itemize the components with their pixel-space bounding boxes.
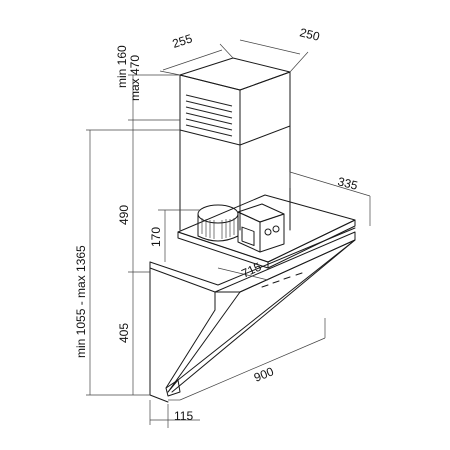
hood-body [149, 227, 356, 403]
dim-body-height: 405 [117, 323, 131, 343]
dim-fan-height: 170 [149, 227, 163, 247]
dim-overall-height: min 1055 - max 1365 [74, 245, 88, 358]
chimney-cover [179, 57, 291, 231]
dim-chimney-min: min 160 [115, 45, 129, 88]
fan-motor-unit [177, 194, 356, 269]
dim-glass-depth: 115 [174, 409, 193, 423]
dim-chimney-height: 490 [117, 205, 131, 225]
dimension-lines [86, 39, 371, 428]
dim-top-depth: 255 [171, 31, 195, 51]
vent-slots [185, 94, 233, 137]
dim-inner-width: 715 [239, 259, 263, 280]
dim-top-width: 250 [298, 25, 321, 44]
dim-hood-width: 900 [252, 364, 276, 385]
dim-chimney-max: max 470 [128, 55, 142, 101]
dim-fan-depth: 335 [336, 174, 359, 193]
